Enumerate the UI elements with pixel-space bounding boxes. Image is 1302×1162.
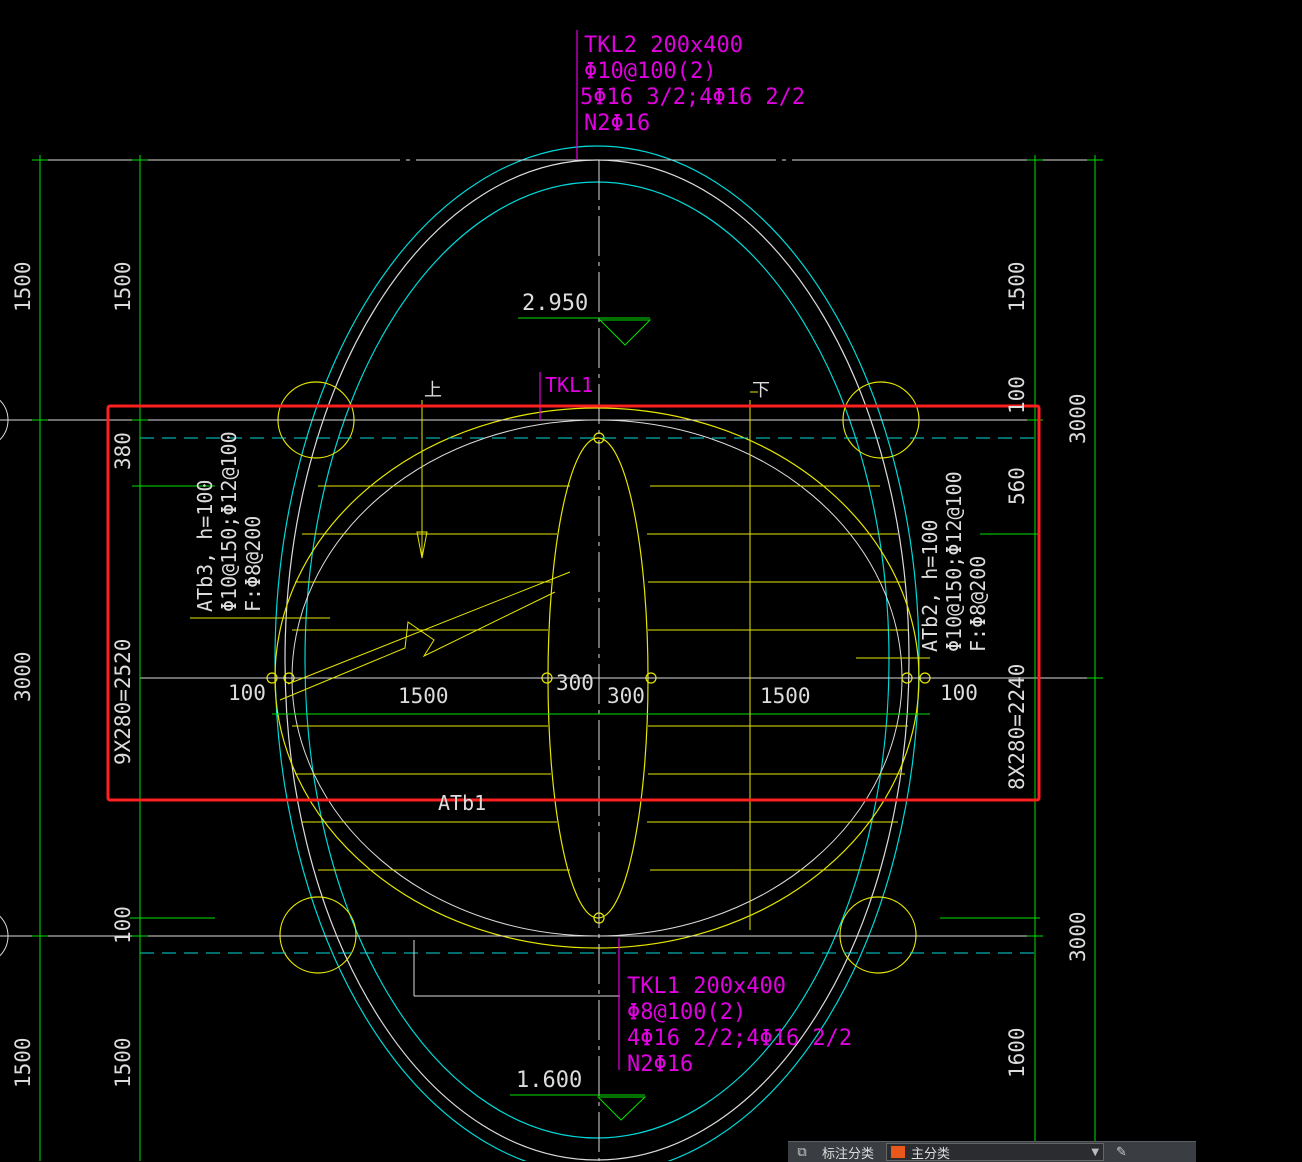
atb2-line-3: F:Φ8@200 bbox=[966, 556, 990, 652]
tkl2-line-3: 5Φ16 3/2;4Φ16 2/2 bbox=[580, 85, 805, 110]
tkl1-line-3: 4Φ16 2/2;4Φ16 2/2 bbox=[627, 1026, 852, 1051]
elevation-marks bbox=[510, 317, 652, 1121]
tkl2-line-2: Φ10@100(2) bbox=[584, 59, 716, 84]
dim-left-inner-4: 100 bbox=[111, 906, 135, 944]
dim-right-inner-1: 1500 bbox=[1005, 261, 1029, 312]
dim-right-inner-4: 8X280=2240 bbox=[1005, 664, 1029, 790]
edit-icon[interactable]: ✎ bbox=[1116, 1144, 1127, 1160]
axis-lines bbox=[0, 159, 1100, 1161]
outer-ellipse-cyan bbox=[274, 145, 920, 1161]
tkl1-line-1: TKL1 200x400 bbox=[627, 974, 786, 999]
dim-center-4: 300 bbox=[607, 684, 645, 708]
elevation-top: 2.950 bbox=[522, 291, 588, 316]
inner-ellipse-cyan bbox=[304, 181, 890, 1139]
highlight-box bbox=[106, 404, 1041, 802]
dim-center-3: 300 bbox=[556, 671, 594, 695]
stair-arrows bbox=[190, 391, 930, 930]
annotation-toolbar: ⧉ 标注分类 主分类 ▼ ✎ bbox=[788, 1141, 1196, 1162]
dimension-lines bbox=[32, 155, 1103, 1161]
dim-left-inner-1: 1500 bbox=[111, 261, 135, 312]
dim-right-outer-2: 3000 bbox=[1066, 911, 1090, 962]
dim-center-5: 1500 bbox=[760, 684, 811, 708]
leaders bbox=[539, 30, 620, 1070]
dim-center-2: 1500 bbox=[398, 684, 449, 708]
elevation-bottom: 1.600 bbox=[516, 1068, 582, 1093]
dim-center-6: 100 bbox=[940, 681, 978, 705]
dim-right-inner-2: 100 bbox=[1005, 376, 1029, 414]
column-bottom-right bbox=[839, 896, 917, 974]
down-label: 下 bbox=[752, 380, 770, 401]
dim-left-inner-2: 380 bbox=[111, 432, 135, 470]
tkl1-top-label: TKL1 bbox=[545, 373, 593, 397]
outer-ellipse-white bbox=[284, 159, 910, 1161]
tkl2-line-4: N2Φ16 bbox=[584, 111, 650, 136]
category-color-swatch bbox=[891, 1146, 906, 1158]
tkl1-line-2: Φ8@100(2) bbox=[627, 1000, 746, 1025]
dim-center-1: 100 bbox=[228, 681, 266, 705]
atb3-line-2: Φ10@150;Φ12@100 bbox=[217, 431, 241, 612]
atb1-label: ATb1 bbox=[438, 791, 486, 815]
category-select-value: 主分类 bbox=[911, 1146, 951, 1162]
dim-right-outer-1: 3000 bbox=[1066, 393, 1090, 444]
dim-left-outer-1: 1500 bbox=[11, 261, 35, 312]
dim-right-inner-5: 1600 bbox=[1005, 1027, 1029, 1078]
up-label: 上 bbox=[424, 380, 442, 401]
dim-left-inner-5: 1500 bbox=[111, 1037, 135, 1088]
column-bottom-left bbox=[279, 896, 357, 974]
axis-bubbles bbox=[0, 399, 9, 957]
outer-rings bbox=[274, 145, 920, 1161]
dim-left-outer-3: 1500 bbox=[11, 1037, 35, 1088]
atb2-line-2: Φ10@150;Φ12@100 bbox=[942, 471, 966, 652]
category-select[interactable]: 主分类 ▼ bbox=[886, 1143, 1105, 1162]
toolbar-label: 标注分类 bbox=[822, 1146, 875, 1162]
tkl2-line-1: TKL2 200x400 bbox=[584, 33, 743, 58]
atb3-line-1: ATb3, h=100 bbox=[193, 480, 217, 612]
atb2-line-1: ATb2, h=100 bbox=[918, 520, 942, 652]
atb3-line-3: F:Φ8@200 bbox=[241, 516, 265, 612]
columns bbox=[266, 381, 931, 974]
chevron-down-icon: ▼ bbox=[1091, 1146, 1100, 1158]
dim-right-inner-3: 560 bbox=[1005, 467, 1029, 505]
dim-left-outer-2: 3000 bbox=[11, 651, 35, 702]
tkl1-line-4: N2Φ16 bbox=[627, 1052, 693, 1077]
dim-left-inner-3: 9X280=2520 bbox=[111, 639, 135, 765]
layers-icon[interactable]: ⧉ bbox=[797, 1144, 807, 1160]
